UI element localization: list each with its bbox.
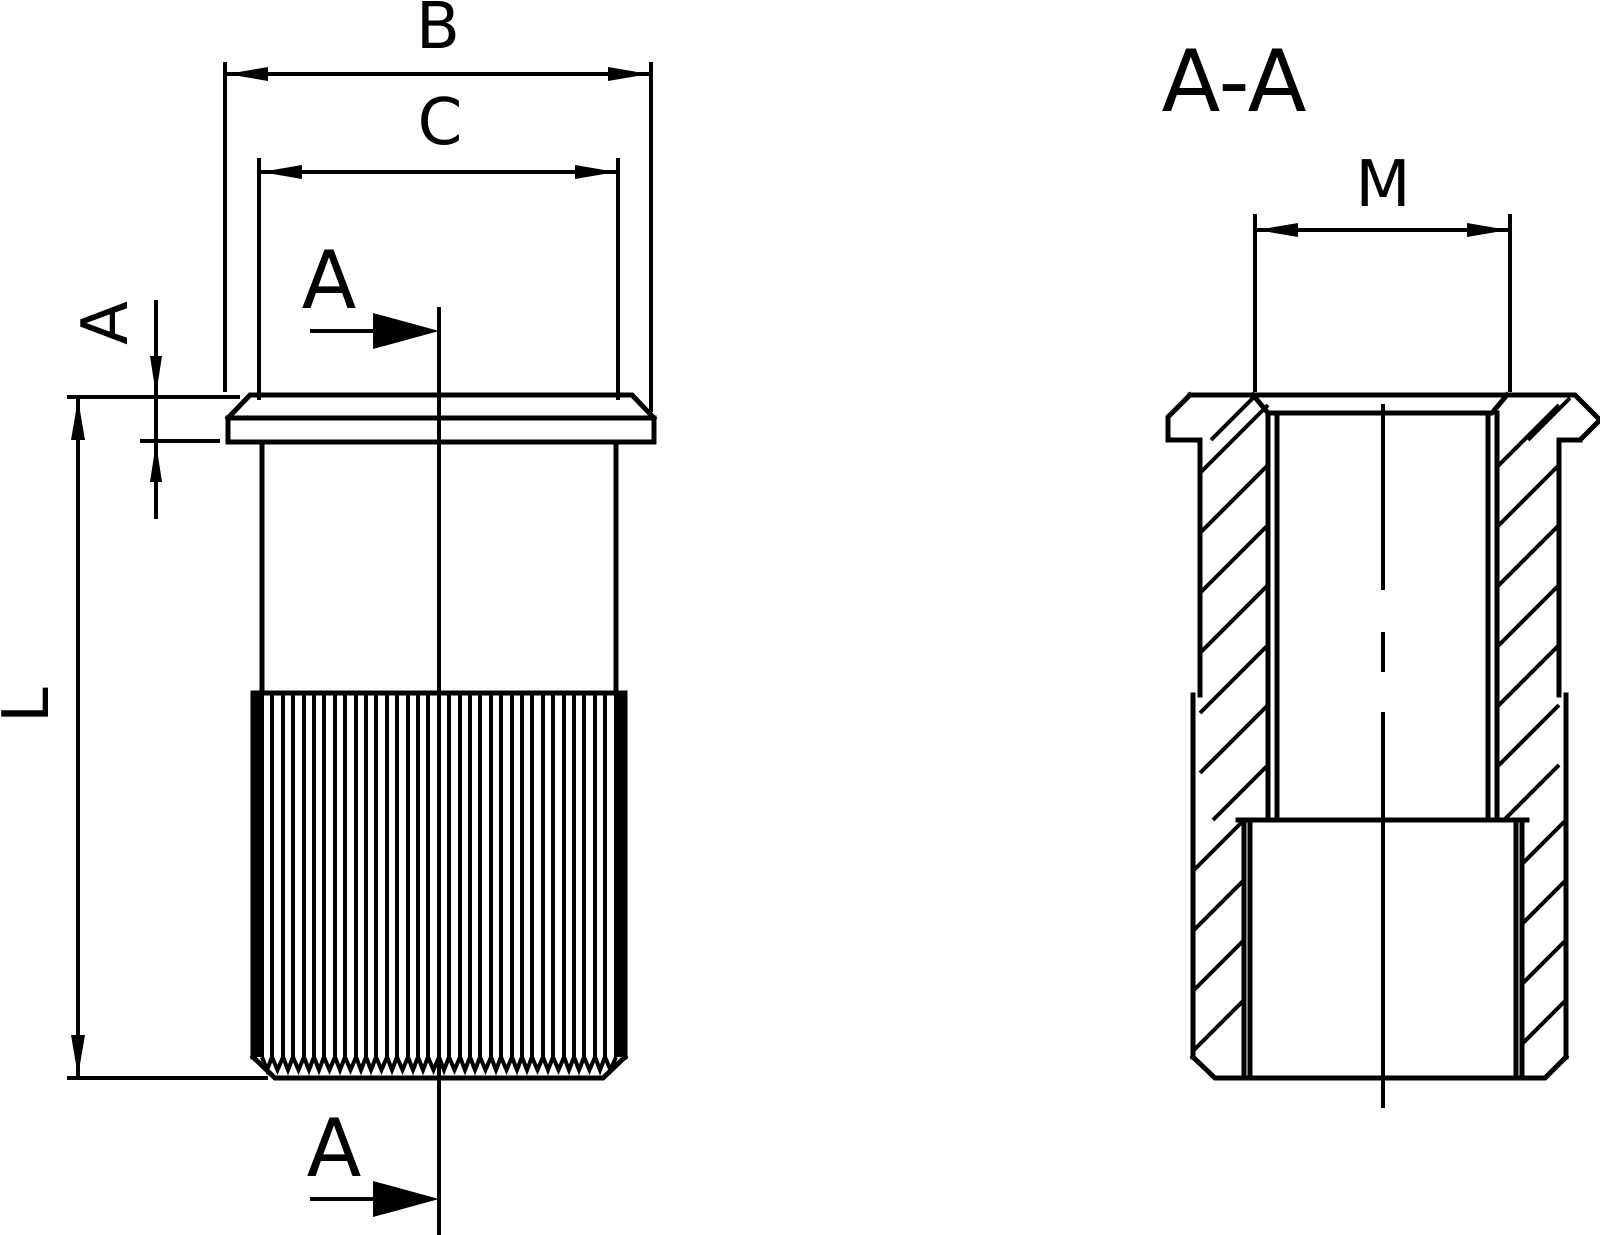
knurl-tooth (364, 1056, 378, 1076)
hatch-line (1198, 403, 1270, 475)
knurl-tooth (499, 1056, 514, 1076)
knurl-tooth (572, 1056, 586, 1076)
hatch-line (1495, 523, 1561, 589)
knurl-tooth (530, 1056, 545, 1076)
dimension-b: B (223, 0, 653, 412)
knurl-tooth (562, 1056, 576, 1076)
knurl-tooth (489, 1056, 503, 1076)
dimension-m: M (1253, 148, 1512, 392)
hatch-line (1495, 403, 1561, 469)
hatch-line (1495, 463, 1561, 529)
hatch-line (1495, 703, 1561, 769)
hatch-line (1520, 818, 1568, 866)
dimension-c: C (257, 86, 620, 400)
dim-b-label: B (416, 0, 460, 64)
knurl-tooth (551, 1056, 566, 1076)
section-title: A-A (1162, 32, 1307, 132)
knurl-tooth (406, 1056, 420, 1076)
hatch-line (1495, 583, 1561, 649)
knurl-tooth (582, 1056, 597, 1076)
hatch-line (1198, 583, 1270, 655)
knurl-tooth (541, 1056, 555, 1076)
section-mark-bottom: A (307, 1102, 362, 1195)
knurl-tooth (281, 1056, 295, 1076)
hatch-line (1520, 938, 1568, 986)
knurl-tooth (395, 1056, 410, 1076)
knurl-tooth (374, 1056, 389, 1076)
knurl-tooth (416, 1056, 430, 1076)
section-arrow-bottom: A (307, 1102, 439, 1217)
dim-l-label: L (0, 687, 64, 723)
section-hatching (1191, 396, 1572, 1053)
knurl-pattern (254, 693, 624, 1076)
knurl-tooth (260, 1056, 274, 1076)
section-view: A-A M (1162, 32, 1600, 1108)
hatch-line (1198, 643, 1270, 715)
knurl-tooth (520, 1056, 534, 1076)
hatch-line (1502, 763, 1561, 822)
knurl-tooth (447, 1056, 462, 1076)
hatch-line (1526, 396, 1572, 442)
dimension-a: A (67, 300, 240, 519)
knurl-tooth (354, 1056, 368, 1076)
section-arrow-top: A (302, 234, 439, 349)
hatch-line (1520, 998, 1568, 1046)
dim-c-label: C (418, 86, 463, 160)
hatch-line (1211, 763, 1270, 822)
knurl-tooth (302, 1056, 316, 1076)
hatch-line (1191, 998, 1246, 1053)
dimension-l: L (0, 399, 268, 1080)
dim-a-label: A (69, 301, 143, 345)
knurl-tooth (333, 1056, 347, 1076)
hatch-line (1191, 878, 1246, 933)
knurl-tooth (322, 1056, 337, 1076)
knurl-tooth (291, 1056, 306, 1076)
hatch-line (1198, 703, 1270, 775)
hatch-line (1495, 643, 1561, 709)
hatch-line (1520, 878, 1568, 926)
knurl-tooth (593, 1056, 607, 1076)
knurl-tooth (603, 1056, 618, 1076)
knurl-tooth (468, 1056, 482, 1076)
section-mark-top: A (302, 234, 357, 327)
knurl-tooth (270, 1056, 285, 1076)
hatch-line (1191, 938, 1246, 993)
knurl-tooth (343, 1056, 358, 1076)
dim-m-label: M (1355, 148, 1410, 222)
hatch-line (1209, 396, 1255, 442)
hatch-line (1198, 463, 1270, 535)
knurl-tooth (458, 1056, 472, 1076)
knurl-tooth (385, 1056, 399, 1076)
knurl-tooth (312, 1056, 326, 1076)
knurl-tooth (478, 1056, 493, 1076)
hatch-line (1191, 818, 1246, 873)
side-view: B C (0, 0, 658, 1235)
hatch-line (1198, 523, 1270, 595)
knurl-tooth (510, 1056, 524, 1076)
